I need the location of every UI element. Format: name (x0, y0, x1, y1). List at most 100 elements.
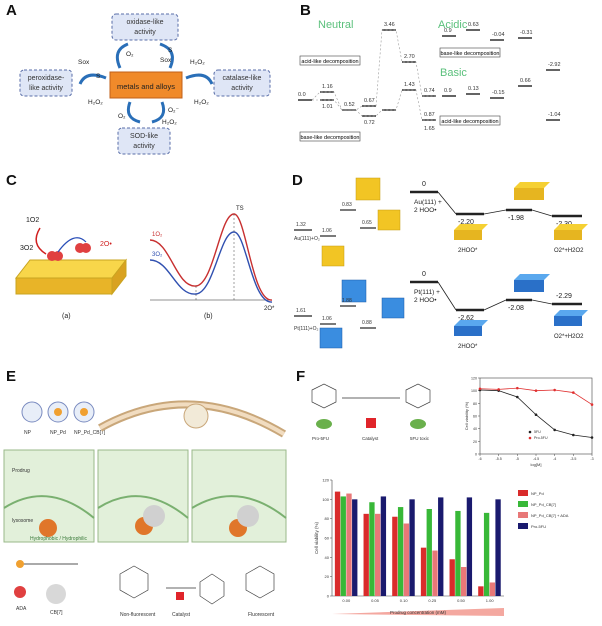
panel-label-c: C (6, 172, 17, 189)
svg-text:0.63: 0.63 (468, 22, 479, 28)
f-scheme-catalyst: Catalyst (362, 436, 379, 441)
line-chart-point (572, 433, 575, 437)
svg-text:Au(111) +: Au(111) + (414, 199, 442, 206)
e-np-pd-cb: NP_Pd_CB[7] (74, 430, 106, 436)
line-chart-ytick-label: 80 (473, 402, 477, 406)
bar-chart-bar (375, 513, 381, 596)
d-pt-o2h2o2: O2*+H2O2 (554, 334, 584, 340)
oxidase-label: oxidase-like (127, 19, 164, 26)
svg-text:0.83: 0.83 (342, 202, 352, 208)
svg-text:1.01: 1.01 (322, 104, 333, 110)
svg-text:1.65: 1.65 (424, 126, 435, 132)
bar-chart-ytick-label: 60 (325, 536, 330, 541)
line-chart-point (534, 389, 538, 392)
bar-chart-xlabel: Prodrug concentration (mM) (390, 610, 447, 615)
bar-chart-legend-label: Pro-5FU (531, 524, 546, 529)
svg-text:0.13: 0.13 (468, 86, 479, 92)
e-fluor: Fluorescent (248, 612, 275, 618)
c-o2-triplet: 3O2 (20, 245, 33, 252)
c-sub-a: (a) (62, 313, 71, 320)
svg-text:O₂: O₂ (126, 51, 134, 58)
panel-e: NP NP_Pd NP_Pd_CB[7] Prodrug lysosome Hy… (3, 400, 287, 618)
svg-text:-0.31: -0.31 (520, 30, 533, 36)
bar-chart-bar (363, 513, 369, 596)
svg-text:0.72: 0.72 (364, 120, 375, 126)
bar-chart-ytick-label: 20 (325, 574, 330, 579)
line-chart-xlabel: log[M] (531, 462, 542, 467)
bar-chart-bar (340, 496, 346, 596)
line-chart-xtick-label: -4.5 (533, 457, 539, 461)
bar-chart-bar (420, 547, 427, 596)
e-catalyst: Catalyst (172, 612, 191, 618)
line-chart-point (534, 413, 538, 417)
d-pt-hoo: 2HOO* (458, 344, 478, 350)
svg-text:H₂O₂: H₂O₂ (194, 99, 209, 106)
bar-chart-bar (392, 516, 398, 596)
e-np-pd: NP_Pd (50, 430, 66, 436)
svg-text:-0.15: -0.15 (492, 90, 505, 96)
panel-label-b: B (300, 2, 311, 19)
line-chart-point (516, 395, 519, 399)
svg-text:0.87: 0.87 (424, 112, 435, 118)
svg-text:Au(111)+O₂: Au(111)+O₂ (294, 236, 320, 242)
line-chart-xtick-label: -4 (553, 457, 556, 461)
svg-text:O₂: O₂ (118, 113, 126, 120)
bar-chart-ytick-label: 40 (325, 555, 330, 560)
neutral-label: Neutral (318, 19, 353, 31)
bar-chart-bar (478, 586, 484, 596)
bar-chart-ytick-label: 0 (327, 594, 330, 599)
line-chart-xtick-label: -3.5 (570, 457, 576, 461)
svg-text:0.0: 0.0 (298, 92, 306, 98)
bar-chart-bar (426, 509, 432, 596)
svg-text:Pt(111) +: Pt(111) + (414, 289, 440, 296)
svg-text:0.9: 0.9 (444, 88, 452, 94)
d-pt-val-2: -2.08 (508, 305, 524, 312)
line-chart-ytick-label: 60 (473, 415, 477, 419)
svg-text:2 HOO•: 2 HOO• (414, 297, 437, 304)
d-pt-val-3: -2.29 (556, 293, 572, 300)
e-lysosome: lysosome (12, 518, 33, 524)
line-chart-ytick-label: 100 (471, 389, 477, 393)
bar-chart-bar (449, 559, 455, 596)
line-chart-point (516, 386, 519, 390)
bar-chart-bar (369, 502, 375, 596)
svg-text:1.43: 1.43 (404, 82, 415, 88)
line-chart-xtick-label: -5 (516, 457, 519, 461)
d-au-hoo: 2HOO* (458, 248, 478, 254)
svg-text:H₂O₂: H₂O₂ (162, 119, 177, 126)
d-au-zero: 0 (422, 181, 426, 188)
line-chart-point (590, 436, 594, 439)
bar-chart-legend-swatch (518, 490, 528, 496)
d-au-val-2: -1.98 (508, 215, 524, 222)
svg-text:like activity: like activity (29, 85, 63, 92)
svg-text:TS: TS (236, 206, 244, 212)
svg-text:1.88: 1.88 (342, 298, 352, 304)
panel-label-f: F (296, 368, 306, 385)
line-chart-legend-marker (528, 436, 532, 440)
svg-text:0.9: 0.9 (444, 28, 452, 34)
panel-label-e: E (6, 368, 17, 385)
e-prodrug: Prodrug (12, 468, 30, 474)
line-chart-point (478, 387, 482, 391)
svg-text:H₂O₂: H₂O₂ (88, 99, 103, 106)
line-chart-point (553, 428, 556, 432)
sod-label: SOD-like (130, 133, 158, 140)
panel-label-a: A (6, 2, 17, 19)
bar-chart-bar (495, 499, 501, 596)
d-pt-val-1: -2.62 (458, 315, 474, 322)
svg-text:1.16: 1.16 (322, 84, 333, 90)
base-decomp-label-n: base-like decomposition (300, 135, 359, 141)
svg-text:2 HOO•: 2 HOO• (414, 207, 437, 214)
svg-text:-0.04: -0.04 (492, 32, 505, 38)
c-o-atoms: 2O• (100, 241, 112, 248)
d-au-val-1: -2.20 (458, 219, 474, 226)
svg-text:2O*: 2O* (264, 306, 275, 312)
svg-text:1.06: 1.06 (322, 316, 332, 322)
f-scheme-prodrug: Pro-5FU (312, 436, 329, 441)
bar-chart-bar (380, 496, 387, 596)
d-au-o2h2o2: O2*+H2O2 (554, 248, 584, 254)
svg-text:0.65: 0.65 (362, 220, 372, 226)
svg-text:3.46: 3.46 (384, 22, 395, 28)
c-o2-singlet: 1O2 (26, 217, 39, 224)
